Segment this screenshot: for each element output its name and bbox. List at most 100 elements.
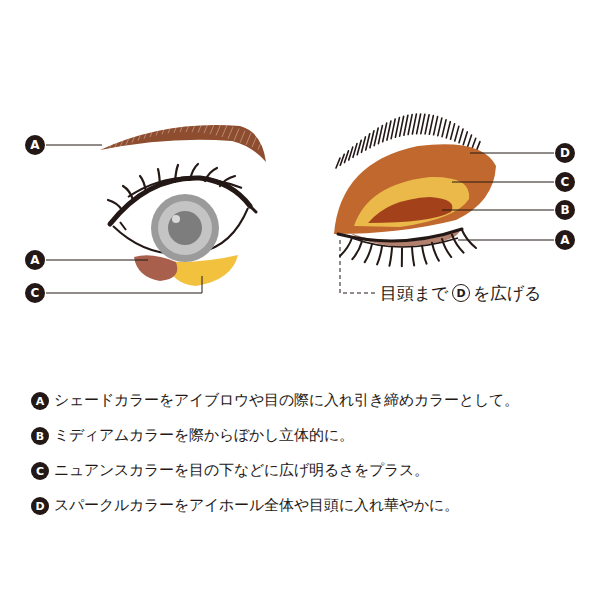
hatch-stroke xyxy=(138,129,143,141)
eyebrow-hatch xyxy=(108,120,263,152)
hatch-stroke xyxy=(258,138,263,150)
inner-corner xyxy=(120,222,126,230)
eye-highlight xyxy=(172,215,180,223)
hatch-stroke xyxy=(210,122,215,134)
brow-stroke xyxy=(391,119,395,138)
eyelashes xyxy=(108,164,235,210)
callout-letter: A xyxy=(36,396,45,407)
hatch-stroke xyxy=(246,133,251,145)
dashed-guide xyxy=(340,240,377,293)
callout-circle: A xyxy=(31,392,49,410)
hatch-stroke xyxy=(252,135,257,147)
callout-circle: C xyxy=(555,172,575,192)
leader-line xyxy=(46,260,148,261)
brow-stroke xyxy=(349,147,353,160)
note-text: 目頭まで xyxy=(380,283,448,303)
brow-stroke xyxy=(434,117,438,135)
hatch-stroke xyxy=(126,133,131,145)
iris xyxy=(151,194,219,262)
shade-color xyxy=(134,255,177,281)
callout-circle: A xyxy=(555,230,575,250)
hatch-stroke xyxy=(222,125,227,137)
hatch-stroke xyxy=(192,120,197,132)
lash xyxy=(220,176,235,186)
callout-letter: B xyxy=(36,431,44,442)
lash xyxy=(442,239,451,257)
description-text: ミディアムカラーを際からぼかし立体的に。 xyxy=(54,427,354,444)
brow-stroke xyxy=(340,154,344,165)
brow-stroke xyxy=(353,144,357,158)
hatch-stroke xyxy=(228,127,233,139)
description-text: ニュアンスカラーを目の下などに広げ明るさをプラス。 xyxy=(54,462,429,479)
hatch-stroke xyxy=(108,140,113,152)
brow-stroke xyxy=(417,114,421,134)
brow-stroke xyxy=(374,128,378,146)
hatch-stroke xyxy=(132,131,137,143)
callout-circle: B xyxy=(555,200,575,220)
callout-letter: A xyxy=(30,254,39,266)
description-text: スパークルカラーをアイホール全体や目頭に入れ華やかに。 xyxy=(54,497,459,514)
hatch-stroke xyxy=(162,122,167,134)
hatch-stroke xyxy=(198,121,203,133)
callout-letter: D xyxy=(560,147,570,159)
brow-stroke xyxy=(387,121,391,140)
brow-stroke xyxy=(361,137,365,152)
callout-circle: A xyxy=(25,135,45,155)
nuance-color xyxy=(354,177,469,227)
note-text: を広げる xyxy=(473,283,541,303)
medium-color xyxy=(368,197,452,223)
lash xyxy=(340,238,352,256)
leader-lines xyxy=(46,145,554,293)
leader-line xyxy=(46,276,202,293)
brow-stroke xyxy=(336,158,340,168)
leader-line xyxy=(46,145,102,146)
hatch-stroke xyxy=(186,120,191,132)
brow-stroke xyxy=(400,116,404,136)
lash xyxy=(205,168,217,181)
brow-stroke xyxy=(455,126,459,141)
lash xyxy=(462,230,476,248)
brow-stroke xyxy=(404,115,408,135)
pupil xyxy=(168,211,202,245)
lash xyxy=(175,165,178,182)
hatch-stroke xyxy=(144,127,149,139)
callout-circle: A xyxy=(25,250,45,270)
hatch-stroke xyxy=(240,131,245,143)
hatch-stroke xyxy=(204,121,209,133)
lash xyxy=(412,247,414,265)
eyeliner-wing xyxy=(250,206,256,212)
brow-stroke xyxy=(472,138,476,149)
hatch-stroke xyxy=(168,121,173,133)
lash xyxy=(158,169,160,186)
callout-circle: D xyxy=(555,143,575,163)
callout-letter: B xyxy=(560,204,569,216)
callout-letter: A xyxy=(30,139,39,151)
lash xyxy=(123,186,133,200)
callout-letter: D xyxy=(35,501,44,512)
brow-stroke xyxy=(357,140,361,155)
callout-circle: B xyxy=(31,427,49,445)
leader-line xyxy=(442,210,554,211)
sparkle-color xyxy=(334,144,496,234)
eyelashes xyxy=(340,230,476,266)
eyebrow xyxy=(100,125,266,162)
hatch-stroke xyxy=(150,125,155,137)
hatch-stroke xyxy=(174,121,179,133)
callout-letter: D xyxy=(456,288,465,299)
leader-line xyxy=(452,182,554,183)
callout-circle: C xyxy=(31,462,49,480)
hatch-stroke xyxy=(120,135,125,147)
lash xyxy=(365,244,372,262)
brow-stroke xyxy=(383,123,387,142)
hatch-stroke xyxy=(156,124,161,136)
hatch-stroke xyxy=(234,129,239,141)
brow-stroke xyxy=(459,129,463,143)
brow-stroke xyxy=(370,131,374,148)
brow-stroke xyxy=(412,114,416,134)
lash xyxy=(108,200,122,210)
callout-circle: C xyxy=(25,283,45,303)
callout-letter: C xyxy=(36,466,44,477)
iris-inner xyxy=(158,201,212,255)
brow-stroke xyxy=(442,120,446,137)
